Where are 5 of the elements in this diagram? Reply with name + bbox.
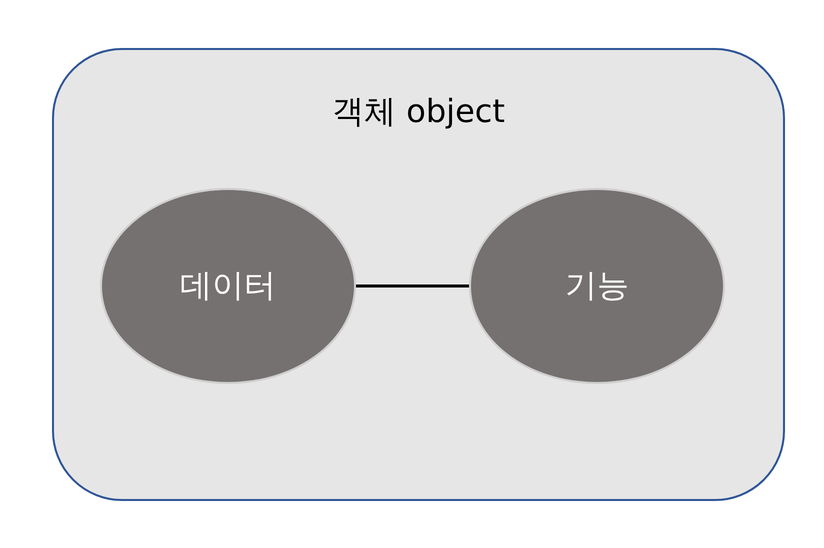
- node-label: 기능: [565, 265, 629, 306]
- box-title: 객체 object: [331, 91, 506, 132]
- object-box: [52, 48, 785, 501]
- node-label: 데이터: [180, 265, 276, 306]
- connector-line: [356, 284, 469, 288]
